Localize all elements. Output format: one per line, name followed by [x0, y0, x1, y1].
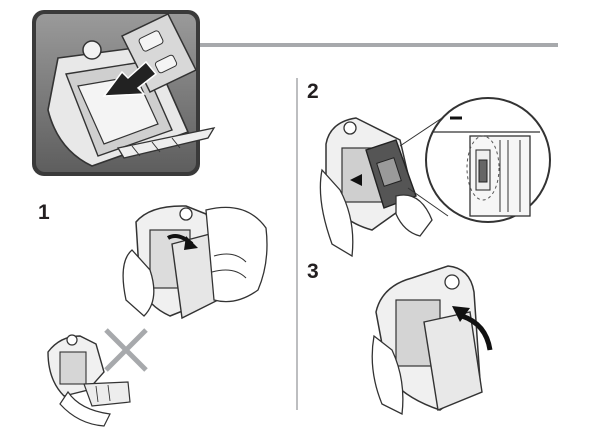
step1-incorrect-illustration: [47, 328, 148, 427]
load-film-icon: [32, 10, 216, 176]
step1-camera-illustration: [122, 205, 268, 320]
step3-camera-illustration: [371, 265, 493, 415]
step-3-number: 3: [307, 260, 319, 283]
step2-camera-illustration: [319, 97, 551, 258]
step-2-number: 2: [307, 80, 319, 103]
step-1-number: 1: [38, 201, 50, 224]
